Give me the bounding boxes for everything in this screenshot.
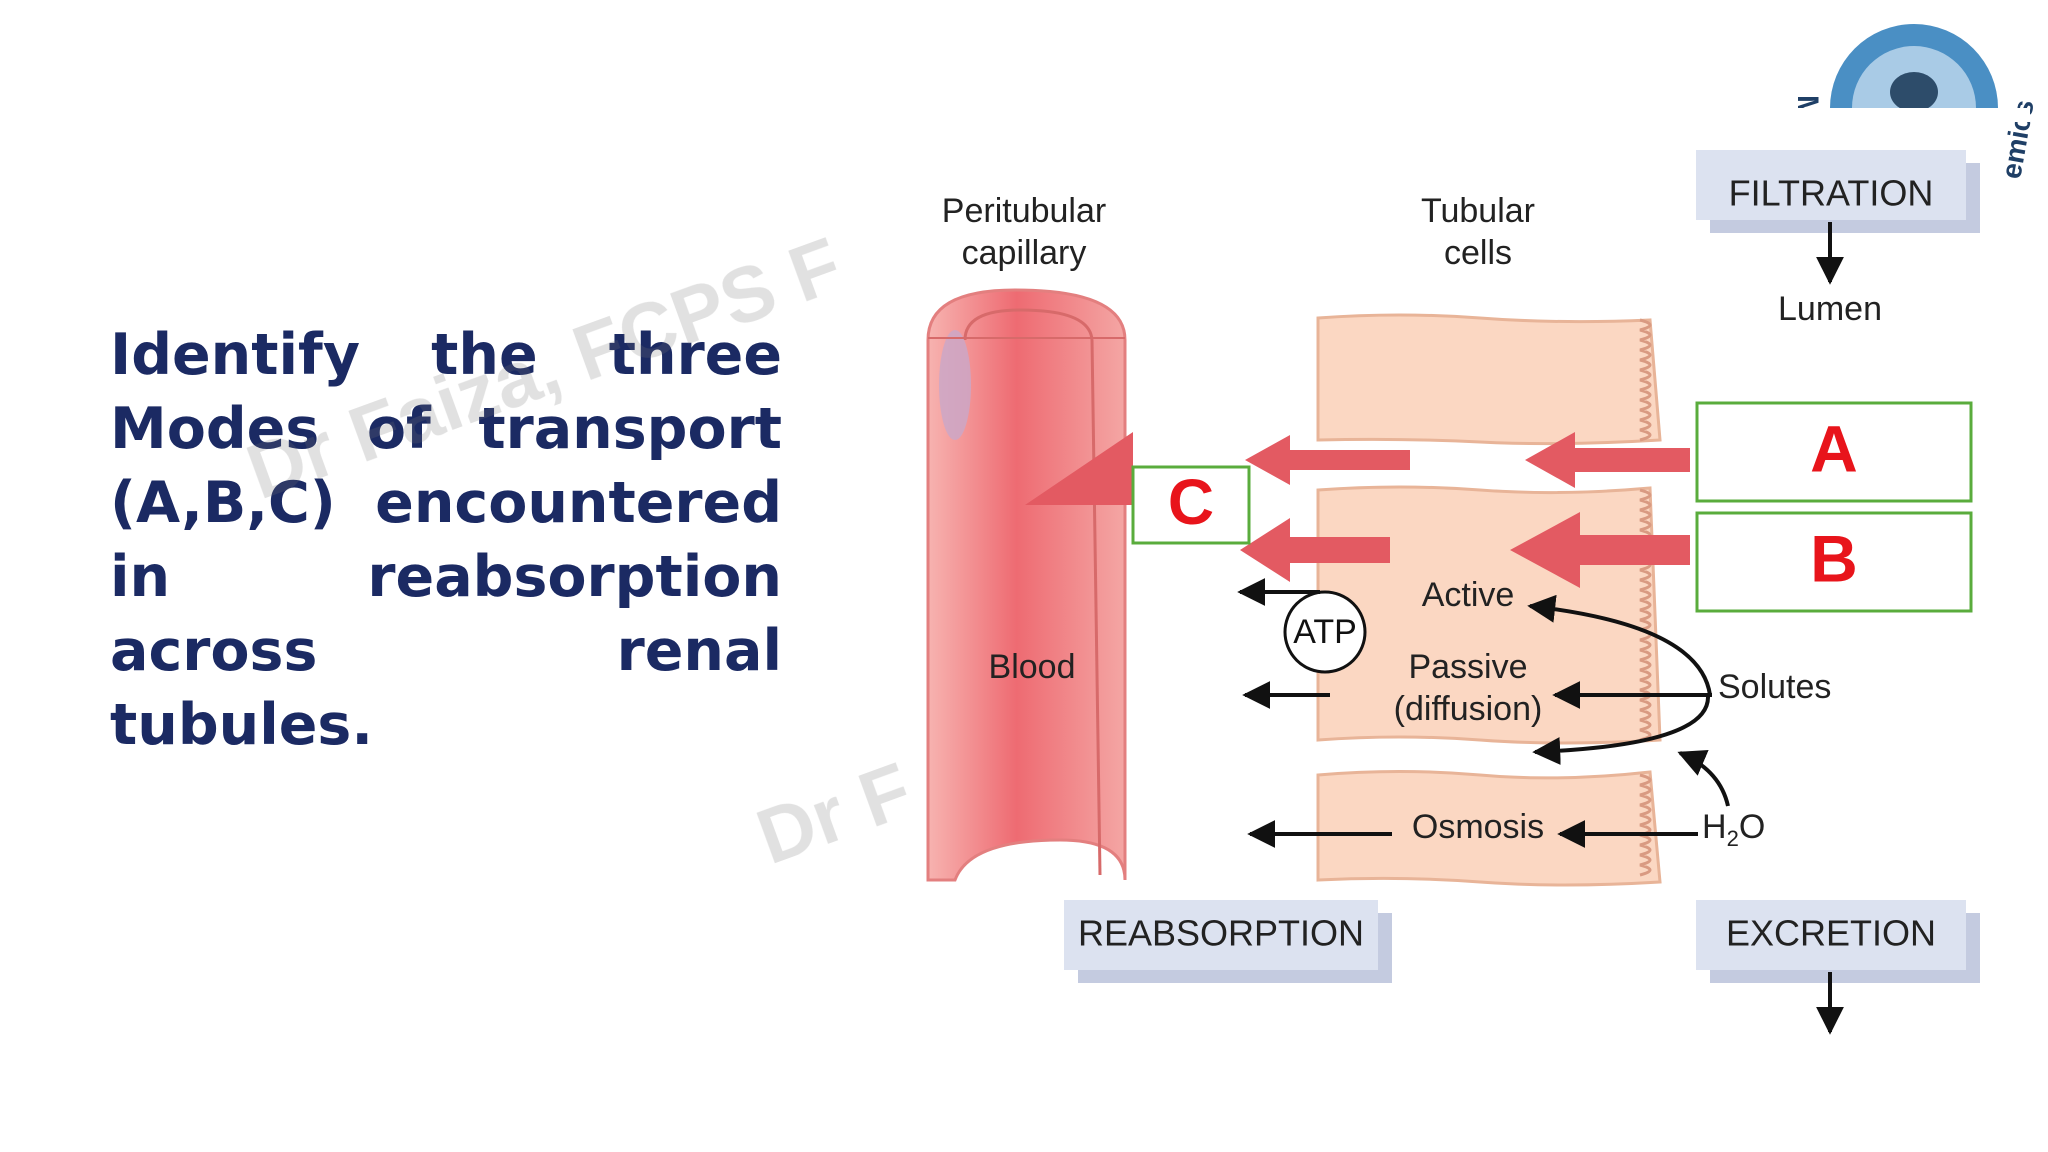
label-a: A bbox=[1810, 411, 1858, 485]
vessel-highlight bbox=[939, 330, 971, 440]
filtration-box: FILTRATION bbox=[1696, 150, 1980, 233]
red-arrow-top-right-icon bbox=[1525, 432, 1690, 488]
solutes-label: Solutes bbox=[1718, 668, 1831, 706]
tubular-cell-bottom bbox=[1316, 770, 1662, 887]
logo-eye-icon bbox=[1890, 72, 1938, 112]
label-c: C bbox=[1168, 466, 1214, 538]
active-label: Active bbox=[1422, 576, 1515, 614]
filtration-label: FILTRATION bbox=[1729, 173, 1934, 214]
capillary-vessel bbox=[926, 288, 1127, 882]
label-box-a[interactable]: A bbox=[1695, 401, 1973, 503]
diffusion-label: (diffusion) bbox=[1394, 690, 1543, 728]
label-box-b[interactable]: B bbox=[1695, 511, 1973, 613]
label-b: B bbox=[1810, 521, 1858, 595]
label-box-c[interactable]: C bbox=[1131, 465, 1251, 545]
water-paracellular-arrow-icon bbox=[1677, 749, 1730, 807]
watermark-text-lower: Dr F bbox=[746, 745, 923, 881]
water-label: H2O bbox=[1702, 808, 1765, 851]
red-arrows bbox=[1025, 432, 1690, 588]
red-arrow-vessel-icon bbox=[1025, 432, 1140, 505]
excretion-box: EXCRETION bbox=[1696, 900, 1980, 983]
red-arrow-mid-right-icon bbox=[1510, 512, 1690, 588]
red-arrow-mid-left-icon bbox=[1240, 518, 1390, 582]
passive-label: Passive bbox=[1408, 648, 1527, 686]
red-arrow-top-left-icon bbox=[1245, 435, 1410, 485]
excretion-label: EXCRETION bbox=[1726, 913, 1936, 954]
atp-label: ATP bbox=[1293, 613, 1357, 651]
lumen-label: Lumen bbox=[1778, 290, 1882, 328]
blood-label: Blood bbox=[989, 648, 1076, 686]
osmosis-label: Osmosis bbox=[1412, 808, 1544, 846]
reabsorption-label: REABSORPTION bbox=[1078, 913, 1364, 954]
watermark: Dr Faiza, FCPS F Dr F bbox=[236, 220, 923, 881]
atp-node: ATP bbox=[1283, 590, 1367, 674]
tubular-cell-top bbox=[1316, 313, 1662, 446]
question-text: Identify the three Modes of transport (A… bbox=[110, 322, 782, 758]
solutes-paracellular-arrow-icon bbox=[1532, 695, 1711, 765]
reabsorption-box: REABSORPTION bbox=[1064, 900, 1392, 983]
watermark-text: Dr Faiza, FCPS F bbox=[236, 220, 853, 516]
black-arrows bbox=[1242, 594, 1730, 848]
solutes-active-arrow-icon bbox=[1527, 594, 1712, 696]
brush-border bbox=[1639, 318, 1652, 877]
